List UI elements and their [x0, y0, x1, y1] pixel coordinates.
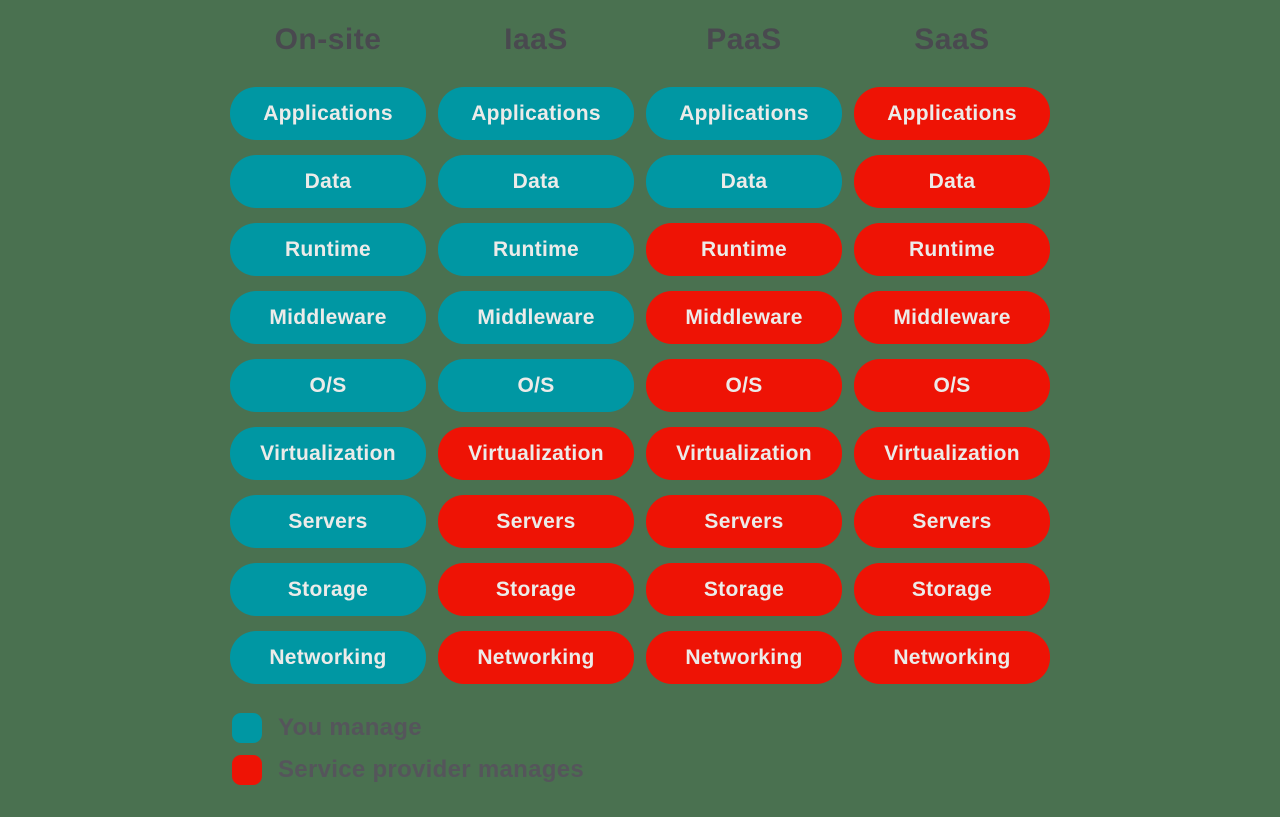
legend-label-provider-manages: Service provider manages	[278, 756, 585, 783]
layer-pill-networking: Networking	[854, 631, 1050, 684]
layer-pill-storage: Storage	[854, 563, 1050, 616]
layer-pill-storage: Storage	[438, 563, 634, 616]
column-header: PaaS	[706, 23, 782, 56]
legend: You manage Service provider manages	[232, 713, 584, 785]
layer-pill-servers: Servers	[230, 495, 426, 548]
layer-pill-storage: Storage	[230, 563, 426, 616]
column-header: On-site	[274, 23, 382, 56]
legend-item-you-manage: You manage	[232, 713, 584, 743]
layer-pill-runtime: Runtime	[646, 223, 842, 276]
legend-item-provider-manages: Service provider manages	[232, 755, 584, 785]
layer-pill-applications: Applications	[854, 87, 1050, 140]
layer-pill-runtime: Runtime	[438, 223, 634, 276]
layer-pill-o-s: O/S	[646, 359, 842, 412]
layer-pill-runtime: Runtime	[854, 223, 1050, 276]
layer-pill-middleware: Middleware	[646, 291, 842, 344]
layer-pill-virtualization: Virtualization	[438, 427, 634, 480]
legend-label-you-manage: You manage	[278, 714, 422, 741]
column-header: SaaS	[914, 23, 990, 56]
layer-pill-networking: Networking	[646, 631, 842, 684]
provider-manages-swatch-icon	[232, 755, 262, 785]
layer-pill-data: Data	[854, 155, 1050, 208]
layer-pill-virtualization: Virtualization	[854, 427, 1050, 480]
layer-pill-middleware: Middleware	[854, 291, 1050, 344]
layer-pill-networking: Networking	[230, 631, 426, 684]
layer-pill-o-s: O/S	[854, 359, 1050, 412]
layer-pill-applications: Applications	[438, 87, 634, 140]
layer-pill-virtualization: Virtualization	[230, 427, 426, 480]
layer-pill-applications: Applications	[230, 87, 426, 140]
layer-pill-applications: Applications	[646, 87, 842, 140]
layer-pill-virtualization: Virtualization	[646, 427, 842, 480]
layer-pill-servers: Servers	[854, 495, 1050, 548]
you-manage-swatch-icon	[232, 713, 262, 743]
layer-pill-middleware: Middleware	[438, 291, 634, 344]
layer-pill-o-s: O/S	[438, 359, 634, 412]
layer-pill-servers: Servers	[646, 495, 842, 548]
layer-pill-servers: Servers	[438, 495, 634, 548]
layer-pill-o-s: O/S	[230, 359, 426, 412]
layer-pill-runtime: Runtime	[230, 223, 426, 276]
layer-pill-networking: Networking	[438, 631, 634, 684]
layer-pill-data: Data	[646, 155, 842, 208]
layer-pill-middleware: Middleware	[230, 291, 426, 344]
layer-pill-data: Data	[438, 155, 634, 208]
layer-pill-data: Data	[230, 155, 426, 208]
layer-pill-storage: Storage	[646, 563, 842, 616]
column-header: IaaS	[504, 23, 568, 56]
